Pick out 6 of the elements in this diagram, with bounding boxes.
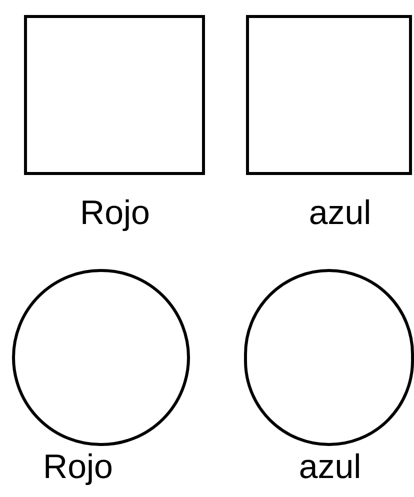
square-shape xyxy=(246,15,412,175)
shape-caption: Rojo xyxy=(43,450,113,484)
square-shape xyxy=(24,15,205,175)
shape-caption: azul xyxy=(308,196,372,230)
shape-caption: Rojo xyxy=(80,196,150,230)
shape-caption: azul xyxy=(298,450,362,484)
